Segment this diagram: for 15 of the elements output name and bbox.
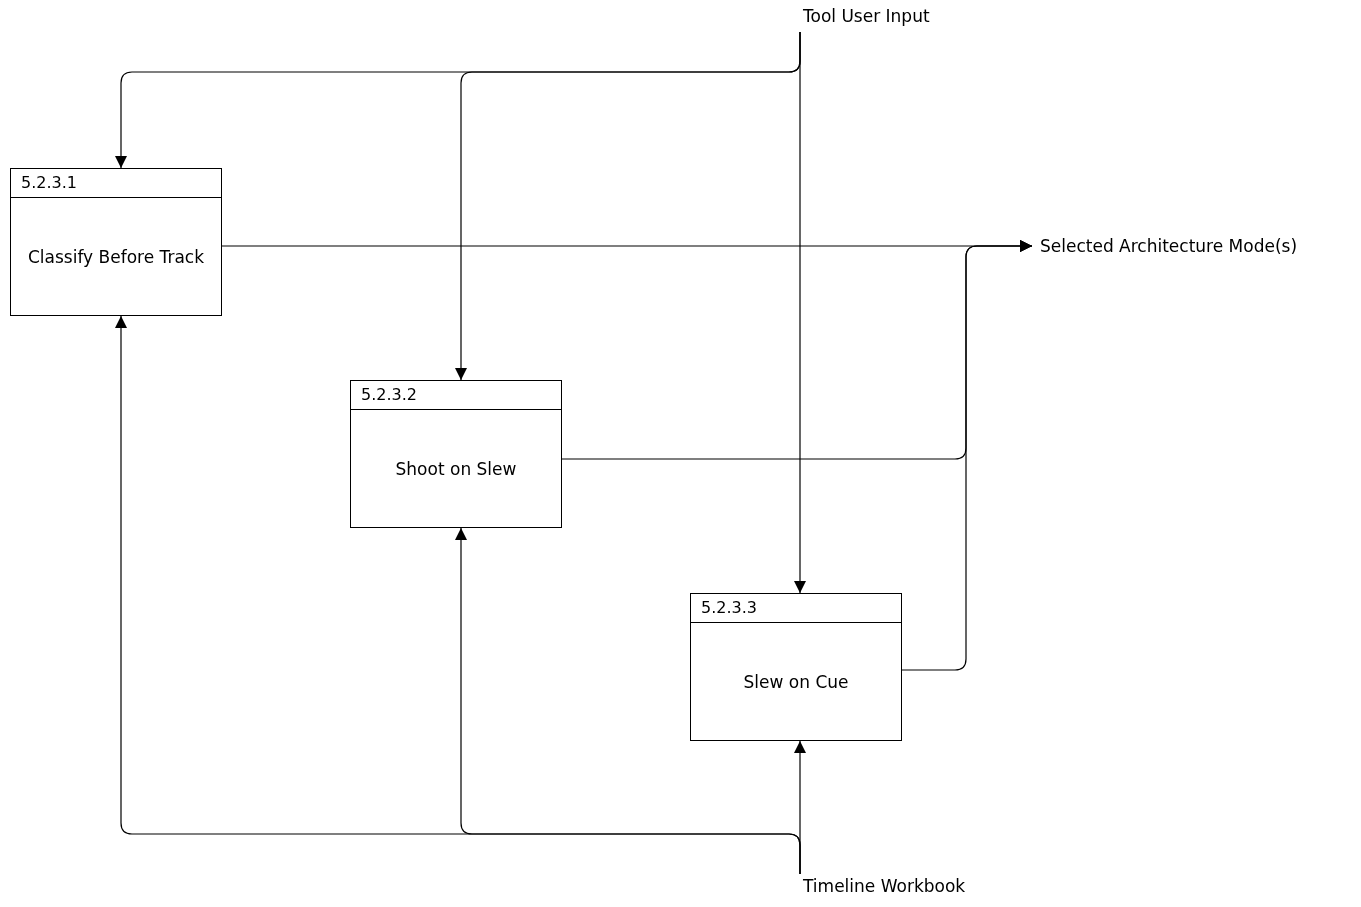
process-number: 5.2.3.2 [351,381,561,410]
process-box [690,593,902,741]
flow-label: Timeline Workbook [795,874,983,902]
flow-label: Tool User Input [795,4,975,32]
process-label: Shoot on Slew [395,457,517,481]
flow-arrow [901,240,1033,671]
process-number: 5.2.3.3 [691,594,901,623]
flow-label: Selected Architecture Mode(s) [1032,234,1361,260]
flow-arrow [794,740,806,875]
process-number: 5.2.3.1 [11,169,221,198]
process-box [10,168,222,316]
flow-arrow [794,31,806,594]
process-box [350,380,562,528]
process-label: Classify Before Track [27,245,205,269]
process-label: Slew on Cue [743,670,849,694]
